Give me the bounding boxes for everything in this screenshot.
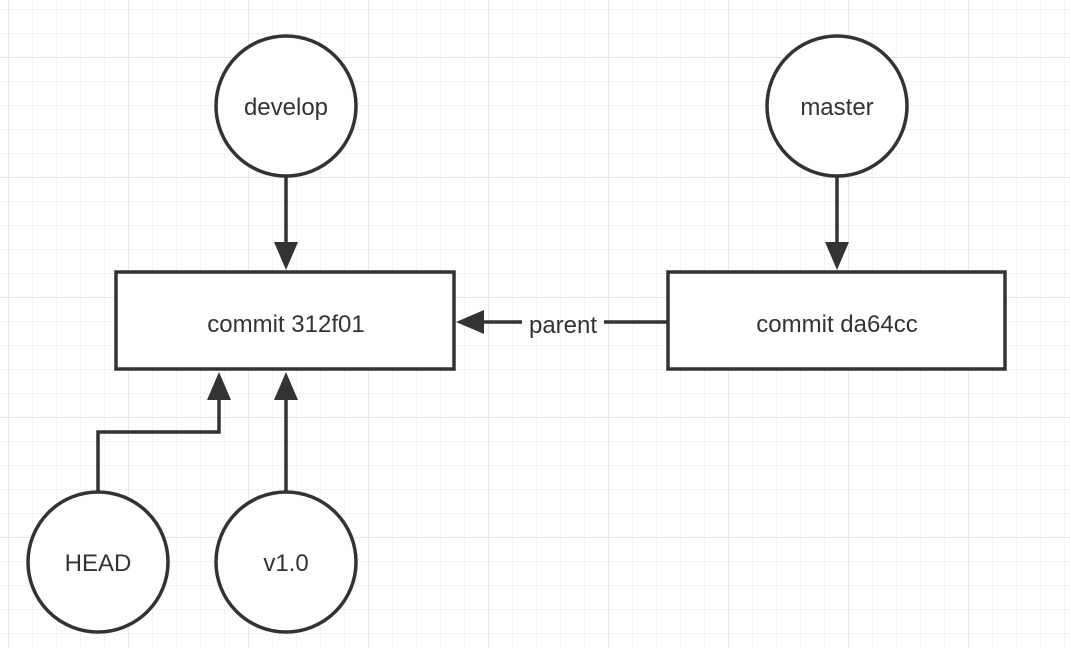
edge-develop-to-commit-312f01 (274, 176, 298, 270)
edge-label-parent: parent (529, 312, 597, 339)
node-label-develop: develop (244, 94, 328, 121)
arrowhead (274, 242, 298, 270)
node-shape (214, 34, 358, 178)
node-develop[interactable]: develop (214, 34, 358, 178)
node-label-head: HEAD (65, 550, 132, 577)
node-label-commit-da64cc: commit da64cc (756, 311, 917, 338)
node-shape (765, 34, 909, 178)
node-commit-312f01[interactable]: commit 312f01 (114, 270, 456, 371)
edge-head-to-commit-312f01 (96, 372, 231, 492)
node-shape (214, 490, 358, 634)
node-shape (666, 270, 1007, 371)
arrowhead (207, 372, 231, 400)
node-shape (114, 270, 456, 371)
edge-line (96, 398, 221, 492)
node-head[interactable]: HEAD (26, 490, 170, 634)
node-label-commit-312f01: commit 312f01 (207, 311, 364, 338)
arrowhead (274, 372, 298, 400)
node-v1-0[interactable]: v1.0 (214, 490, 358, 634)
edge-v1-0-to-commit-312f01 (274, 372, 298, 492)
edge-master-to-commit-da64cc (825, 176, 849, 270)
edge-da64cc-to-312f01: parent (456, 310, 668, 339)
node-master[interactable]: master (765, 34, 909, 178)
node-shape (26, 490, 170, 634)
arrowhead (825, 242, 849, 270)
node-commit-da64cc[interactable]: commit da64cc (666, 270, 1007, 371)
node-label-v1-0: v1.0 (263, 550, 308, 577)
arrowhead (456, 310, 484, 334)
node-label-master: master (800, 94, 873, 121)
